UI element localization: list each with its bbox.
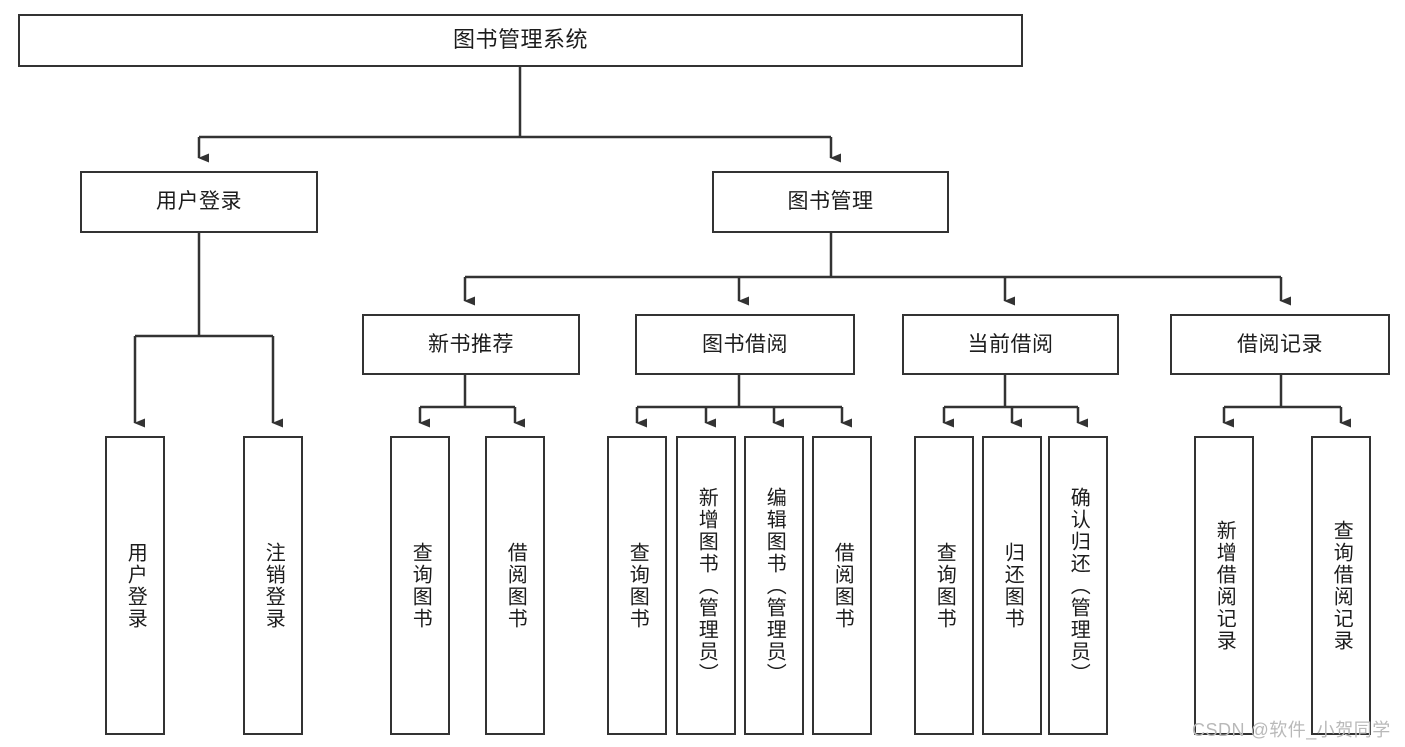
node-leaf-add-record-label: 新增借阅记录 [1213, 519, 1236, 652]
node-leaf-return-book-label: 归还图书 [1001, 541, 1024, 630]
node-new-book-recommend-label: 新书推荐 [428, 332, 514, 356]
node-root[interactable]: 图书管理系统 [18, 14, 1023, 67]
node-current-borrow-label: 当前借阅 [967, 332, 1054, 356]
node-leaf-query-book-3-label: 查询图书 [933, 541, 956, 630]
edge-group-book-manage [463, 233, 1291, 306]
node-leaf-borrow-book-2-label: 借阅图书 [831, 541, 854, 630]
node-leaf-query-record[interactable]: 查询借阅记录 [1311, 436, 1371, 735]
node-user-login-label: 用户登录 [156, 190, 242, 214]
edge-group-borrow-record [1222, 375, 1351, 428]
node-leaf-add-book[interactable]: 新增图书（管理员） [676, 436, 736, 735]
node-leaf-query-record-label: 查询借阅记录 [1330, 519, 1353, 652]
node-leaf-logout-label: 注销登录 [262, 541, 285, 630]
edge-group-book-borrow [635, 375, 852, 428]
node-leaf-user-login[interactable]: 用户登录 [105, 436, 165, 735]
node-leaf-query-book-2-label: 查询图书 [626, 541, 649, 630]
node-leaf-edit-book-label: 编辑图书（管理员） [763, 486, 786, 685]
node-leaf-confirm-return-label: 确认归还（管理员） [1067, 486, 1090, 685]
node-book-borrow-label: 图书借阅 [702, 332, 788, 356]
node-book-manage-label: 图书管理 [787, 190, 874, 214]
node-new-book-recommend[interactable]: 新书推荐 [362, 314, 580, 375]
node-leaf-query-book-3[interactable]: 查询图书 [914, 436, 974, 735]
node-book-borrow[interactable]: 图书借阅 [635, 314, 855, 375]
node-leaf-logout[interactable]: 注销登录 [243, 436, 303, 735]
node-root-label: 图书管理系统 [452, 27, 588, 53]
node-leaf-add-book-label: 新增图书（管理员） [695, 486, 718, 685]
node-leaf-borrow-book-1-label: 借阅图书 [504, 541, 527, 630]
node-leaf-add-record[interactable]: 新增借阅记录 [1194, 436, 1254, 735]
node-current-borrow[interactable]: 当前借阅 [902, 314, 1119, 375]
node-leaf-edit-book[interactable]: 编辑图书（管理员） [744, 436, 804, 735]
node-borrow-record-label: 借阅记录 [1237, 332, 1323, 356]
node-leaf-user-login-label: 用户登录 [124, 541, 147, 630]
node-leaf-confirm-return[interactable]: 确认归还（管理员） [1048, 436, 1108, 735]
node-leaf-return-book[interactable]: 归还图书 [982, 436, 1042, 735]
edge-group-user-login [133, 233, 283, 428]
edge-group-current-borrow [942, 375, 1088, 428]
edge-group-new-book [418, 375, 525, 428]
edge-group-root [197, 67, 841, 163]
node-user-login[interactable]: 用户登录 [80, 171, 318, 233]
node-leaf-query-book-2[interactable]: 查询图书 [607, 436, 667, 735]
node-book-manage[interactable]: 图书管理 [712, 171, 949, 233]
node-leaf-query-book-1-label: 查询图书 [409, 541, 432, 630]
node-leaf-query-book-1[interactable]: 查询图书 [390, 436, 450, 735]
csdn-watermark: CSDN @软件_小贺同学 [1192, 720, 1391, 740]
node-leaf-borrow-book-1[interactable]: 借阅图书 [485, 436, 545, 735]
node-borrow-record[interactable]: 借阅记录 [1170, 314, 1390, 375]
node-leaf-borrow-book-2[interactable]: 借阅图书 [812, 436, 872, 735]
